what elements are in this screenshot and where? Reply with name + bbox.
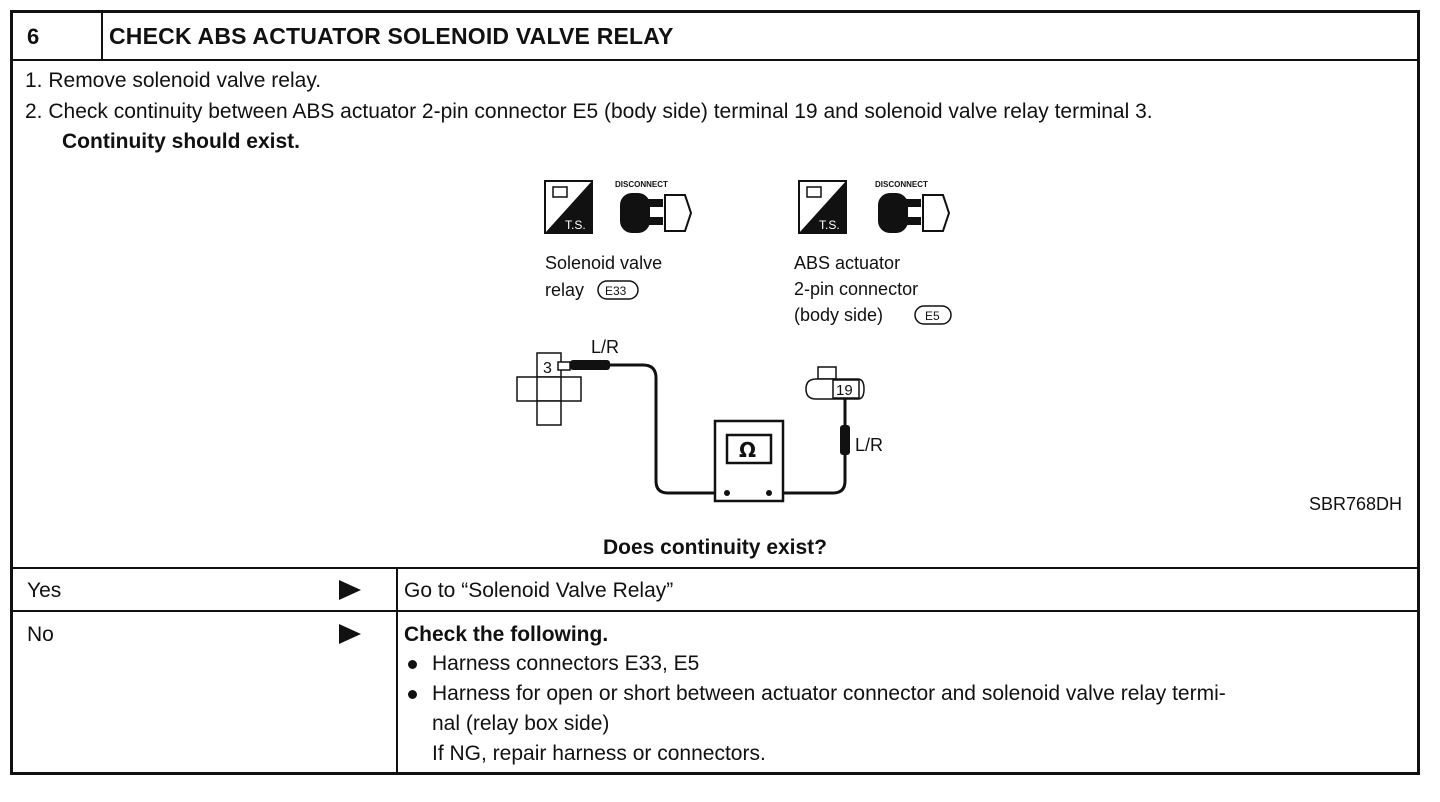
relay-connector-symbol: 3: [516, 352, 582, 426]
disconnect-label-right: DISCONNECT: [875, 180, 928, 189]
answer-no-heading: Check the following.: [404, 623, 609, 646]
row-divider-top: [13, 567, 1417, 569]
ts-label-right: T.S.: [819, 218, 840, 232]
connector-badge-e5: E5: [914, 305, 952, 325]
wire-left: [610, 363, 715, 495]
row-divider-middle: [13, 610, 1417, 612]
ts-label-left: T.S.: [565, 218, 586, 232]
ts-test-icon-left: T.S.: [544, 180, 593, 234]
probe-tip-left: [557, 361, 571, 371]
answer-yes-label: Yes: [27, 579, 62, 602]
wire-color-right: L/R: [855, 435, 883, 455]
answer-yes-result: Go to “Solenoid Valve Relay”: [404, 579, 674, 602]
arrow-right-icon: [339, 624, 361, 644]
continuity-question: Does continuity exist?: [602, 536, 828, 559]
ohmmeter: Ω: [713, 419, 785, 503]
two-pin-connector-label: 2-pin connector: [794, 279, 918, 299]
continuity-requirement: Continuity should exist.: [62, 130, 301, 153]
connector-id-e5: E5: [925, 309, 940, 323]
answer-no-item-1: Harness connectors E33, E5: [432, 652, 700, 675]
terminal-19-label: 19: [836, 382, 853, 399]
body-side-label: (body side): [794, 305, 883, 325]
procedure-header: 6 CHECK ABS ACTUATOR SOLENOID VALVE RELA…: [13, 13, 1417, 61]
probe-right: [840, 425, 850, 455]
arrow-right-icon: [339, 580, 361, 600]
abs-actuator-label: ABS actuator: [794, 253, 900, 273]
connector-id-e33: E33: [605, 284, 627, 298]
wire-color-left: L/R: [591, 337, 619, 357]
ts-test-icon-right: T.S.: [798, 180, 847, 234]
step-number: 6: [27, 24, 40, 49]
disconnect-label-left: DISCONNECT: [615, 180, 668, 189]
header-divider: [101, 13, 103, 59]
inspection-procedure-table: 6 CHECK ABS ACTUATOR SOLENOID VALVE RELA…: [10, 10, 1420, 775]
figure-code: SBR768DH: [1309, 494, 1402, 514]
terminal-3-label: 3: [543, 360, 552, 377]
procedure-title: CHECK ABS ACTUATOR SOLENOID VALVE RELAY: [109, 23, 674, 49]
answer-no-label: No: [27, 623, 54, 646]
instruction-step-1: 1. Remove solenoid valve relay.: [25, 69, 322, 92]
instruction-step-2: 2. Check continuity between ABS actuator…: [25, 100, 1153, 123]
solenoid-valve-label: Solenoid valve: [545, 253, 662, 273]
actuator-connector-symbol: 19: [805, 366, 865, 400]
wire-right: [783, 445, 847, 495]
answer-no-repair-note: If NG, repair harness or connectors.: [432, 742, 766, 765]
probe-left: [570, 360, 610, 370]
ohm-symbol: Ω: [739, 438, 756, 462]
relay-label: relay: [545, 280, 584, 300]
answer-no-item-2-cont: nal (relay box side): [432, 712, 610, 735]
bullet-icon: [408, 690, 417, 699]
connector-badge-e33: E33: [597, 280, 639, 300]
answer-no-item-2: Harness for open or short between actuat…: [432, 682, 1226, 705]
continuity-check-diagram: T.S. DISCONNECT T.S. DISCONNECT Solenoid…: [516, 180, 1402, 514]
disconnect-icon-right: DISCONNECT: [875, 180, 951, 233]
column-divider: [396, 567, 398, 775]
disconnect-icon-left: DISCONNECT: [615, 180, 693, 233]
bullet-icon: [408, 660, 417, 669]
